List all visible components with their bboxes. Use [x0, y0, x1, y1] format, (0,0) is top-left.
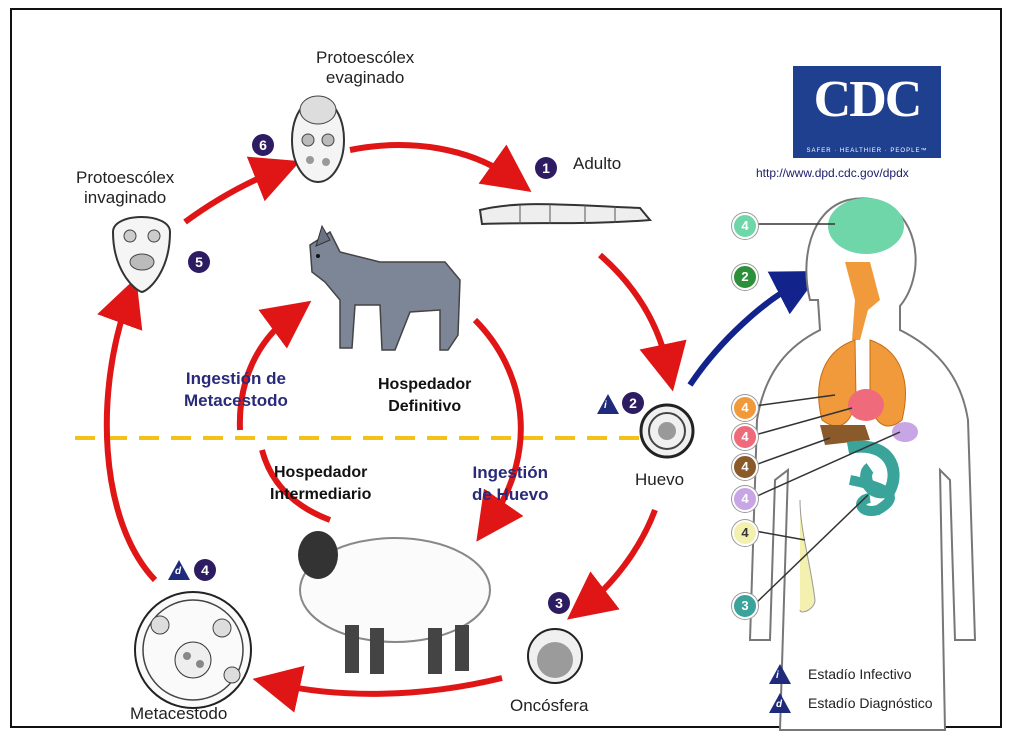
egg-illustration: [641, 405, 693, 457]
label-protoescolex-evaginado-line1: Protoescólex: [316, 48, 414, 68]
arrow-evaginado-to-adulto: [350, 145, 512, 178]
human-stage-badge-lungs: 4: [732, 395, 758, 421]
human-stage-badge-heart: 4: [732, 424, 758, 450]
legend-diagnostic-icon-letter: d: [776, 699, 782, 710]
label-hospedador-intermediario-line1: Hospedador: [270, 462, 371, 484]
arrow-adulto-to-huevo: [600, 255, 668, 368]
label-protoescolex-invaginado-line1: Protoescólex: [76, 168, 174, 188]
human-stage-badge-brain: 4: [732, 213, 758, 239]
label-ingestion-metacestodo-line2: Metacestodo: [184, 390, 288, 412]
legend-infective-icon: i: [769, 664, 791, 684]
legend-infective-label: Estadío Infectivo: [808, 666, 912, 682]
legend-diagnostic-icon: d: [769, 693, 791, 713]
label-huevo: Huevo: [635, 470, 684, 490]
dog-definitive-host-illustration: [310, 226, 460, 350]
protoescolex-evaginado-illustration: [292, 96, 344, 182]
human-stage-badge-spleen: 4: [732, 486, 758, 512]
label-hospedador-definitivo-line1: Hospedador: [378, 374, 471, 396]
stage-badge-adulto: 1: [535, 157, 557, 179]
label-protoescolex-invaginado: Protoescólex invaginado: [76, 168, 174, 208]
label-ingestion-huevo-line2: de Huevo: [472, 484, 549, 506]
label-adulto: Adulto: [573, 154, 621, 174]
human-body-illustration: [750, 198, 975, 730]
diagnostic-stage-marker-letter: d: [175, 566, 181, 577]
label-hospedador-definitivo: Hospedador Definitivo: [378, 374, 471, 418]
cdc-logo: CDC SAFER · HEALTHIER · PEOPLE™: [793, 66, 941, 158]
infective-stage-marker: i: [597, 394, 619, 414]
human-stage-badge-liver: 4: [732, 454, 758, 480]
legend-infective-icon-letter: i: [776, 670, 779, 681]
metacestode-cyst-illustration: [135, 592, 251, 708]
arrow-oncosfera-to-metacestodo: [276, 678, 502, 694]
label-protoescolex-evaginado: Protoescólex evaginado: [316, 48, 414, 88]
stage-badge-huevo: 2: [622, 392, 644, 414]
stage-badge-invaginado: 5: [188, 251, 210, 273]
stage-badge-human-route: 2: [732, 264, 758, 290]
label-oncosfera: Oncósfera: [510, 696, 588, 716]
infective-stage-marker-letter: i: [604, 400, 607, 411]
adult-worm-illustration: [480, 204, 650, 224]
label-ingestion-metacestodo: Ingestión de Metacestodo: [184, 368, 288, 412]
cdc-tagline: SAFER · HEALTHIER · PEOPLE™: [793, 148, 941, 154]
stage-badge-evaginado: 6: [252, 134, 274, 156]
label-hospedador-definitivo-line2: Definitivo: [378, 396, 471, 418]
arrow-invaginado-to-evaginado: [185, 170, 278, 222]
stage-badge-metacestodo: 4: [194, 559, 216, 581]
label-metacestodo: Metacestodo: [130, 704, 227, 724]
legend-diagnostic-label: Estadío Diagnóstico: [808, 695, 933, 711]
label-hospedador-intermediario: Hospedador Intermediario: [270, 462, 371, 506]
arrow-huevo-to-oncosfera: [586, 510, 655, 605]
cdc-url: http://www.dpd.cdc.gov/dpdx: [756, 166, 909, 180]
label-ingestion-huevo-line1: Ingestión: [472, 462, 549, 484]
label-ingestion-huevo: Ingestión de Huevo: [472, 462, 549, 506]
cdc-logo-text: CDC: [799, 72, 935, 128]
label-hospedador-intermediario-line2: Intermediario: [270, 484, 371, 506]
stage-badge-oncosfera: 3: [548, 592, 570, 614]
label-protoescolex-evaginado-line2: evaginado: [316, 68, 414, 88]
diagnostic-stage-marker: d: [168, 560, 190, 580]
label-protoescolex-invaginado-line2: invaginado: [76, 188, 174, 208]
protoescolex-invaginado-illustration: [113, 217, 170, 292]
human-stage-badge-bone: 4: [732, 520, 758, 546]
sheep-intermediate-host-illustration: [298, 531, 490, 674]
oncosphere-illustration: [528, 629, 582, 683]
human-stage-badge-intestine: 3: [732, 593, 758, 619]
label-ingestion-metacestodo-line1: Ingestión de: [184, 368, 288, 390]
